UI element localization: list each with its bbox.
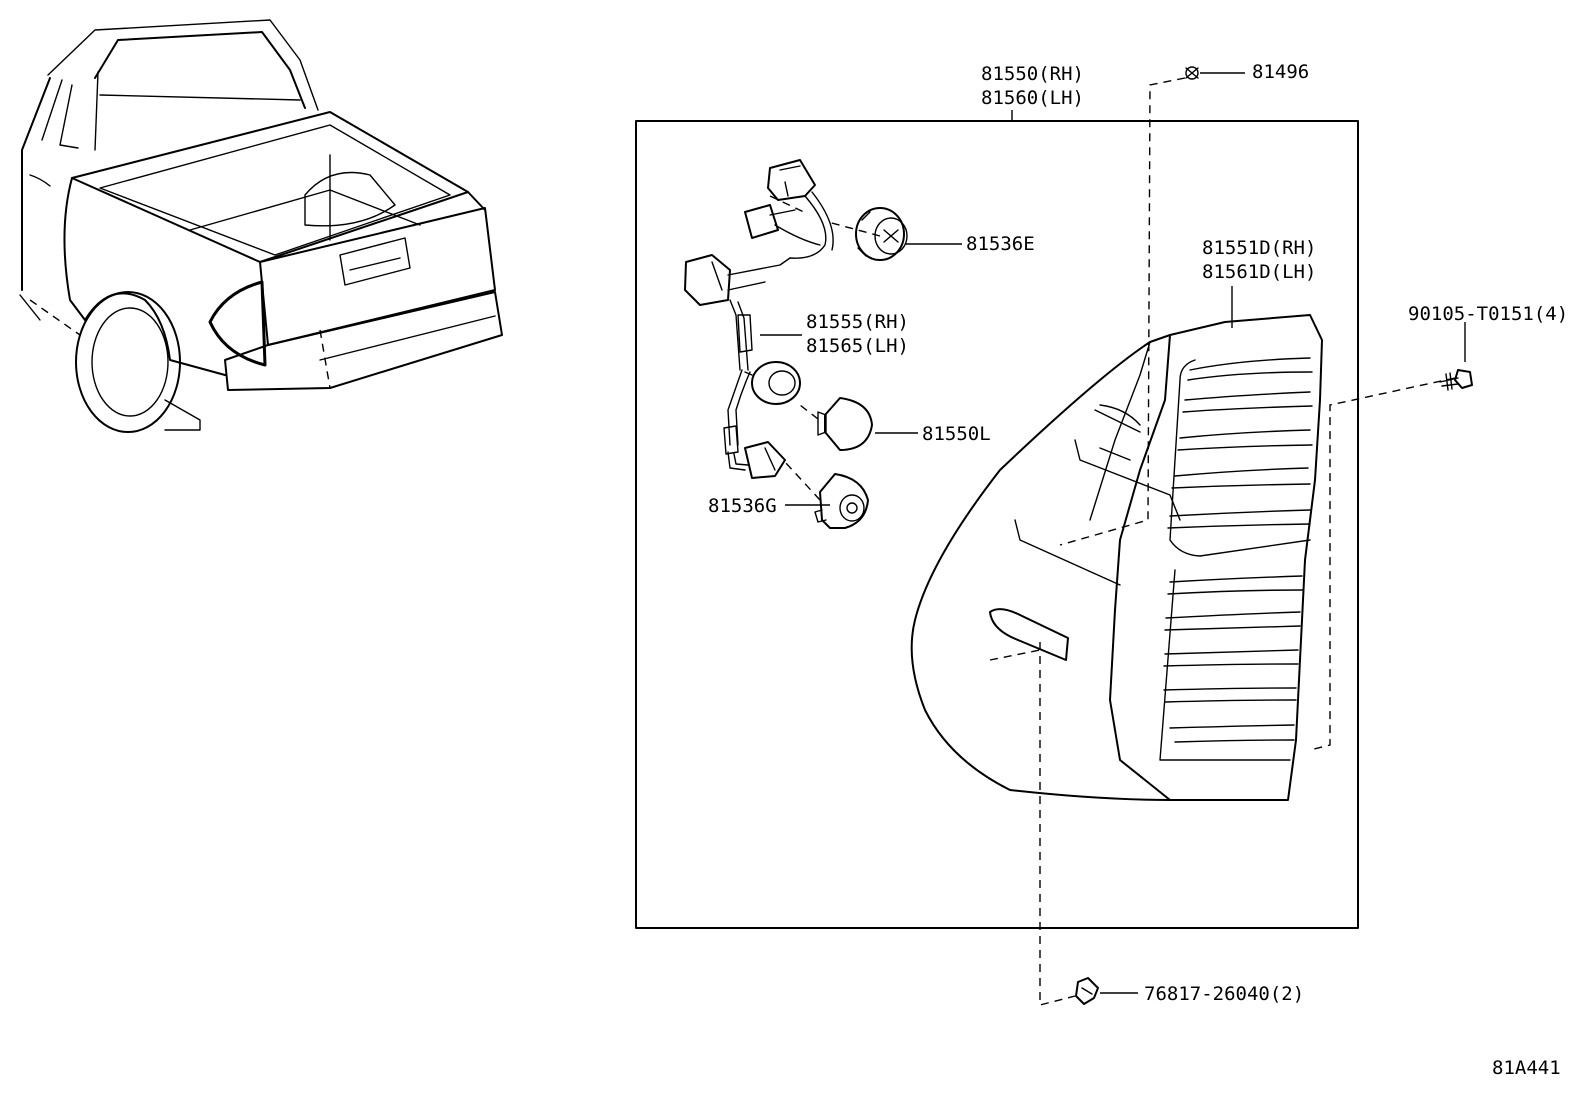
wire-harness-drawing: [684, 159, 834, 479]
vehicle-illustration: [19, 19, 503, 433]
callout-81536g: 81536G: [708, 495, 777, 517]
socket-81536g-drawing: [814, 473, 869, 529]
lens-ribs: [1163, 357, 1313, 743]
bulb-81550l-drawing: [817, 397, 873, 451]
callout-90105-t0151: 90105-T0151(4): [1408, 303, 1568, 325]
callout-81551d-rh: 81551D(RH): [1202, 237, 1316, 259]
callout-81560-lh: 81560(LH): [981, 87, 1084, 109]
callout-81496: 81496: [1252, 61, 1309, 83]
figure-code: 81A441: [1492, 1057, 1561, 1079]
clip-76817-drawing: [1075, 977, 1099, 1005]
screw-90105-drawing: [1439, 369, 1473, 391]
lens-housing-drawing: [910, 314, 1323, 801]
callout-81550-rh: 81550(RH): [981, 63, 1084, 85]
leader-lines: [760, 72, 1466, 994]
assembly-frame: [635, 120, 1359, 929]
callout-81565-lh: 81565(LH): [806, 335, 909, 357]
callout-81550l: 81550L: [922, 423, 991, 445]
callout-81536e: 81536E: [966, 233, 1035, 255]
clip-81496-drawing: [1185, 66, 1199, 80]
assembly-lines: [769, 77, 1456, 1006]
callout-81555-rh: 81555(RH): [806, 311, 909, 333]
callout-76817-26040: 76817-26040(2): [1144, 983, 1304, 1005]
socket-81536e-drawing: [855, 207, 908, 261]
callout-81561d-lh: 81561D(LH): [1202, 261, 1316, 283]
